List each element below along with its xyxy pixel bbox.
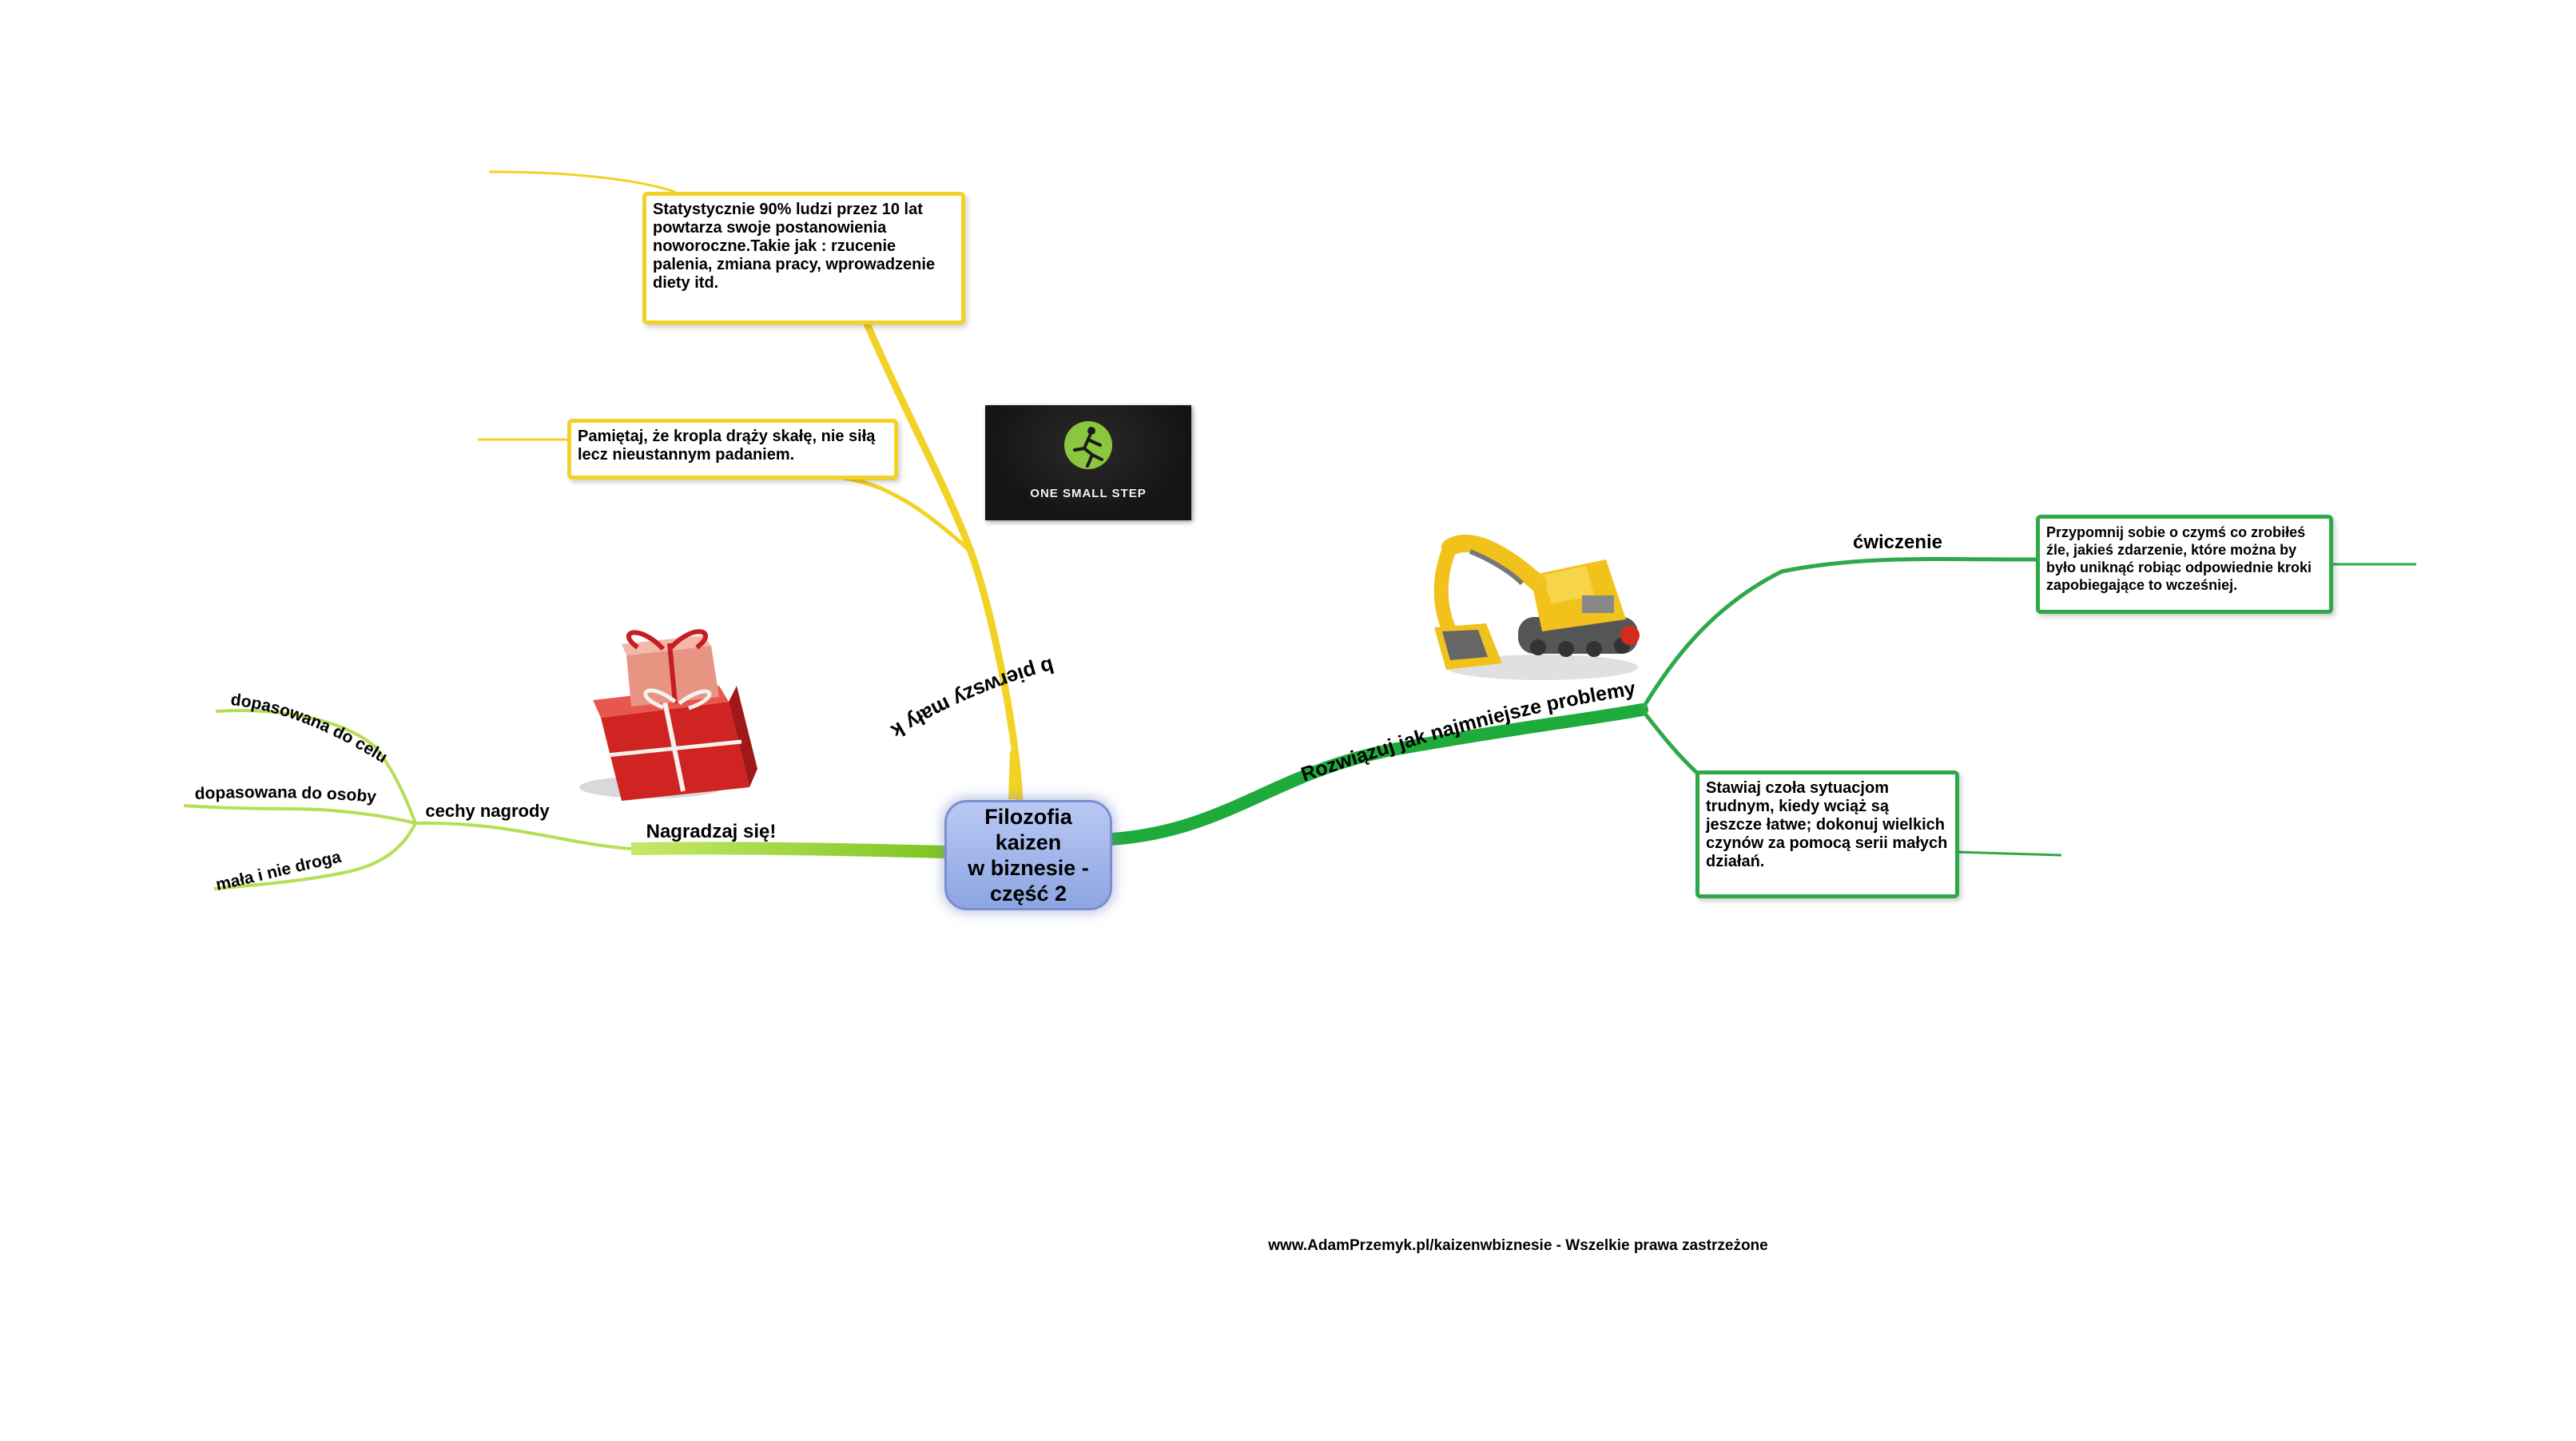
label-problems[interactable]: Rozwiązuj jak najmniejsze problemy: [1298, 677, 1637, 786]
one-small-step-caption: ONE SMALL STEP: [1030, 487, 1147, 500]
label-feature-goal[interactable]: dopasowana do celu: [229, 691, 390, 766]
note-exercise[interactable]: Przypomnij sobie o czymś co zrobiłeś źle…: [2036, 515, 2333, 614]
central-topic-line-2: w biznesie -: [968, 856, 1089, 880]
connector-drop-note: [842, 476, 972, 553]
branch-problems-face-stub: [1955, 850, 2062, 857]
footer-copyright: www.AdamPrzemyk.pl/kaizenwbiznesie - Wsz…: [1268, 1237, 1768, 1254]
label-reward-features[interactable]: cechy nagrody: [425, 801, 550, 821]
connector-statistics-stub: [488, 170, 676, 193]
label-feature-person[interactable]: dopasowana do osoby: [194, 783, 377, 806]
branch-problems-fork: [1640, 556, 2038, 711]
note-face[interactable]: Stawiaj czoła sytuacjom trudnym, kiedy w…: [1695, 770, 1959, 898]
central-topic-line-3: część 2: [989, 882, 1067, 906]
one-small-step-image: ONE SMALL STEP: [985, 405, 1191, 520]
label-reward[interactable]: Nagradzaj się!: [646, 821, 777, 842]
label-feature-cheap[interactable]: mała i nie droga: [214, 848, 343, 894]
toy-excavator-image: [1433, 535, 1640, 680]
note-drop-text: Pamiętaj, że kropla drąży skałę, nie sił…: [578, 428, 876, 464]
note-drop[interactable]: Pamiętaj, że kropla drąży skałę, nie sił…: [567, 419, 898, 480]
branch-reward-trunk: [630, 842, 947, 858]
branch-problems-trunk: [1104, 703, 1648, 846]
branch-reward-line: [415, 821, 632, 850]
note-exercise-text: Przypomnij sobie o czymś co zrobiłeś źle…: [2046, 524, 2312, 593]
branch-feature-goal: [215, 709, 417, 824]
branch-first-step-trunk: [863, 320, 1024, 803]
branch-feature-person: [183, 804, 416, 825]
central-topic[interactable]: Filozofia kaizen w biznesie - część 2: [944, 800, 1112, 910]
central-topic-line-1: Filozofia kaizen: [984, 805, 1072, 854]
runner-icon: [1064, 421, 1112, 469]
note-face-text: Stawiaj czoła sytuacjom trudnym, kiedy w…: [1706, 779, 1948, 870]
branch-problems-face: [1640, 708, 1699, 775]
branch-feature-cheap: [213, 822, 417, 890]
note-statistics[interactable]: Statystycznie 90% ludzi przez 10 lat pow…: [642, 192, 965, 324]
branch-first-step-base: [1008, 751, 1020, 799]
gift-boxes-image: [579, 629, 757, 801]
label-exercise[interactable]: ćwiczenie: [1853, 531, 1942, 553]
note-statistics-text: Statystycznie 90% ludzi przez 10 lat pow…: [653, 201, 936, 292]
